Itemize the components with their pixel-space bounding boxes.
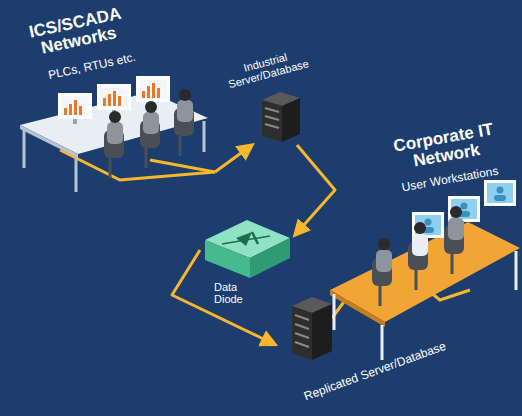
bar: [69, 104, 72, 115]
connector-line: [295, 145, 335, 235]
drive-slot: [295, 315, 309, 320]
bar: [74, 100, 77, 115]
wire: [150, 160, 215, 172]
monitor-screen: [451, 199, 477, 219]
node-label: ICS/SCADA Networks: [24, 4, 129, 60]
drive-slot: [265, 108, 279, 112]
body: [376, 250, 392, 272]
desk-leg: [381, 325, 384, 360]
drive-slot: [295, 342, 309, 347]
network-group: Corporate IT NetworkUser Workstations: [330, 125, 520, 280]
replicated-server: [292, 297, 332, 360]
corporate-desk: [330, 180, 520, 360]
diode-side: [250, 238, 290, 278]
monitor: [484, 180, 516, 206]
monitor-screen: [61, 96, 89, 116]
monitor: [58, 93, 92, 124]
desk-leg: [515, 251, 518, 290]
wire: [60, 150, 215, 180]
head: [179, 89, 191, 101]
data-link: [295, 145, 335, 235]
user-icon: [497, 187, 504, 194]
diode-node: Data Diode: [200, 210, 295, 310]
chair-leg: [451, 254, 454, 274]
node-label: Replicated Server/Database: [293, 336, 457, 406]
ics-desk: [20, 76, 208, 192]
bar: [103, 98, 106, 106]
body: [412, 234, 428, 256]
desk-leg: [75, 157, 78, 192]
bar: [147, 86, 150, 98]
bar: [118, 96, 121, 106]
desk-leg: [203, 121, 206, 152]
chair-leg: [145, 148, 148, 168]
monitor-screen: [415, 215, 441, 235]
operator: [104, 111, 124, 178]
node-label: Industrial Server/Database: [223, 47, 310, 91]
desk-leg: [23, 129, 26, 168]
monitor-screen: [139, 79, 167, 99]
monitor-screen: [487, 183, 513, 203]
industrial-server: [262, 92, 300, 142]
server-node: Replicated Server/Database: [275, 295, 460, 405]
monitor-frame: [484, 180, 516, 206]
user-icon: [425, 219, 432, 226]
drive-slot: [295, 324, 309, 329]
diode-front: [205, 240, 250, 278]
body: [177, 100, 193, 122]
diode-lead: [222, 236, 270, 244]
monitor-screen: [100, 87, 128, 107]
node-label: Data Diode: [214, 282, 254, 305]
operator: [174, 89, 194, 156]
head: [145, 101, 157, 113]
bar: [142, 91, 145, 98]
drive-slot: [265, 116, 279, 120]
data-diode: [205, 220, 290, 278]
desk-edge: [330, 290, 385, 327]
connector-line: [215, 145, 252, 172]
bar: [157, 88, 160, 98]
bar: [79, 106, 82, 115]
head: [378, 238, 390, 250]
bar: [108, 94, 111, 106]
server-front: [292, 306, 312, 360]
monitor: [97, 84, 131, 115]
chair-leg: [415, 270, 418, 290]
server-front: [262, 100, 282, 142]
network-group: ICS/SCADA NetworksPLCs, RTUs etc.: [15, 10, 215, 190]
monitor-frame: [58, 93, 92, 119]
node-sublabel: User Workstations: [390, 163, 510, 196]
user-icon: [494, 195, 506, 201]
head: [414, 222, 426, 234]
user: [372, 238, 392, 306]
monitor-frame: [136, 76, 170, 102]
chair-leg: [379, 286, 382, 306]
desk-leg: [333, 294, 336, 330]
chair-leg: [179, 136, 182, 156]
server-side: [282, 98, 300, 142]
data-link: [215, 145, 252, 172]
bar: [113, 91, 116, 106]
server-node: Industrial Server/Database: [225, 55, 315, 145]
head: [109, 111, 121, 123]
monitor-stand: [73, 119, 77, 124]
operator: [140, 101, 160, 168]
server-side: [312, 304, 332, 360]
user: [444, 206, 464, 274]
drive-slot: [265, 124, 279, 128]
chair-leg: [109, 158, 112, 178]
desk-edge: [20, 125, 78, 158]
body: [107, 122, 123, 144]
monitor-frame: [97, 84, 131, 110]
head: [450, 206, 462, 218]
user-icon: [461, 203, 468, 210]
bar: [64, 108, 67, 115]
body: [143, 112, 159, 134]
user: [408, 222, 428, 290]
body: [448, 218, 464, 240]
bar: [152, 83, 155, 98]
drive-slot: [295, 333, 309, 338]
